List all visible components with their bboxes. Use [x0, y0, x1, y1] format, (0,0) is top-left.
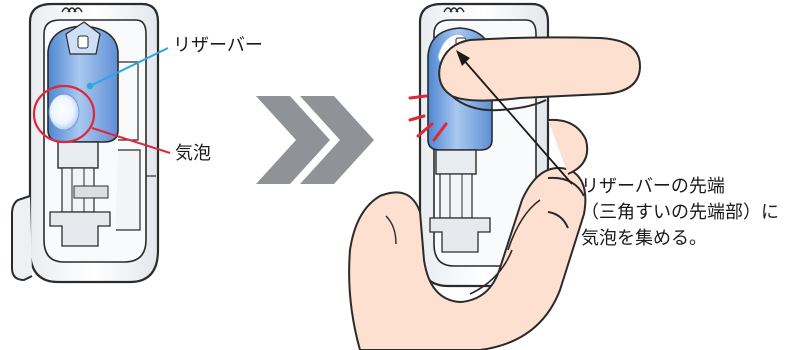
air-bubble [49, 94, 79, 130]
reservoir-callout-dot [87, 83, 93, 89]
bubble-label: 気泡 [175, 142, 211, 166]
instruction-line: リザーバーの先端 [581, 174, 807, 200]
instruction-line: （三角すいの先端部）に [581, 200, 807, 226]
double-chevron-right-icon [256, 96, 374, 184]
instruction-line: 気泡を集める。 [581, 226, 807, 252]
instruction-text: リザーバーの先端 （三角すいの先端部）に 気泡を集める。 [581, 174, 807, 252]
reservoir-label: リザーバー [173, 34, 263, 58]
